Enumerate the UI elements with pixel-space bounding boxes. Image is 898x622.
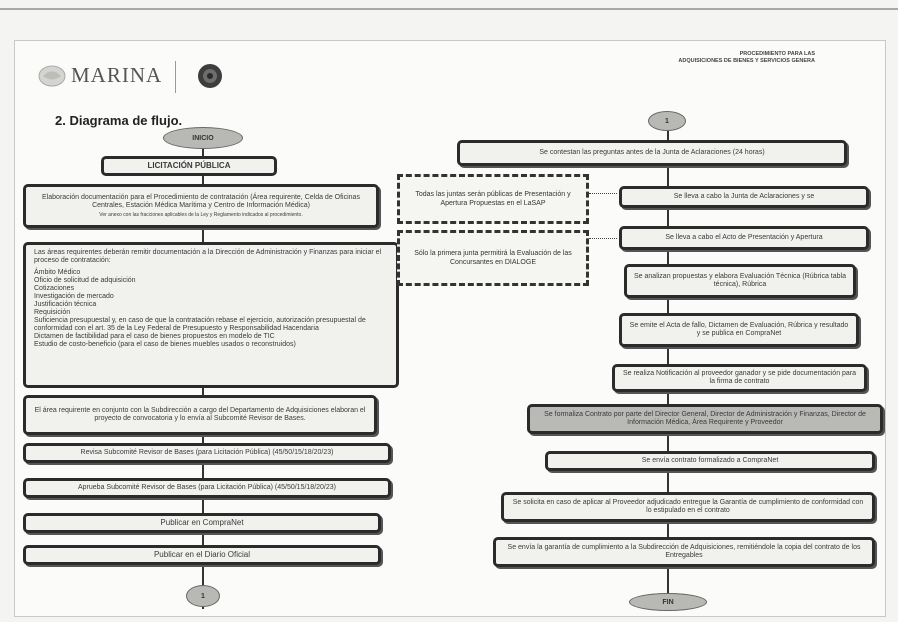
step-send-contract: Se envía contrato formalizado a CompraNe…: [545, 451, 875, 471]
requirement-item: Estudio de costo-beneficio (para el caso…: [34, 341, 296, 348]
document-header-info: PROCEDIMIENTO PARA LAS ADQUISICIONES DE …: [575, 51, 815, 65]
step-documentation: Elaboración documentación para el Proced…: [23, 184, 379, 228]
top-border-line: [0, 8, 898, 10]
document-page: MARINA PROCEDIMIENTO PARA LAS ADQUISICIO…: [14, 40, 886, 617]
step-prepare-call: El área requirente en conjunto con la Su…: [23, 395, 377, 435]
requirements-intro: Las áreas requirentes deberán remitir do…: [34, 249, 382, 264]
step-answer-questions-text: Se contestan las preguntas antes de la J…: [539, 149, 765, 156]
step-documentation-text: Elaboración documentación para el Proced…: [42, 194, 360, 209]
step-documentation-note: Ver anexo con las fracciones aplicables …: [99, 212, 303, 218]
step-publish-compranet: Publicar en CompraNet: [23, 513, 381, 533]
step-evaluation: Se analizan propuestas y elabora Evaluac…: [624, 264, 856, 298]
requirements-list-box: Las áreas requirentes deberán remitir do…: [23, 242, 399, 388]
section-title: 2. Diagrama de flujo.: [55, 113, 183, 128]
note-public-sessions-text: Todas las juntas serán públicas de Prese…: [415, 191, 571, 207]
requirement-item: Suficiencia presupuestal y, en caso de q…: [34, 317, 366, 332]
step-send-guarantee-text: Se envía la garantía de cumplimiento a l…: [507, 544, 861, 559]
step-approve-bases-text: Aprueba Subcomité Revisor de Bases (para…: [78, 484, 336, 491]
step-review-bases-text: Revisa Subcomité Revisor de Bases (para …: [80, 449, 334, 456]
requirement-item: Requisición: [34, 309, 71, 316]
requirement-item: Ámbito Médico: [34, 269, 81, 276]
step-publish-dof-text: Publicar en el Diario Oficial: [153, 550, 251, 559]
step-award-act: Se emite el Acta de fallo, Dictamen de E…: [619, 313, 859, 347]
requirement-item: Cotizaciones: [34, 285, 75, 292]
process-title: LICITACIÓN PÚBLICA: [147, 161, 231, 170]
end-oval: FIN: [629, 593, 707, 611]
note-public-sessions: Todas las juntas serán públicas de Prese…: [397, 174, 589, 224]
dotted-link-2: [589, 238, 617, 240]
page-connector-right: 1: [648, 111, 686, 131]
step-presentation-text: Se lleva a cabo el Acto de Presentación …: [665, 234, 823, 241]
logo-text: MARINA: [71, 63, 163, 87]
connector-line: [667, 127, 669, 597]
step-notify-winner-text: Se realiza Notificación al proveedor gan…: [622, 370, 857, 385]
logo-divider: [175, 61, 176, 93]
step-approve-bases: Aprueba Subcomité Revisor de Bases (para…: [23, 478, 391, 498]
seal-icon: [198, 64, 222, 88]
requirement-item: Oficio de solicitud de adquisición: [34, 277, 136, 284]
page-connector-left: 1: [186, 585, 220, 607]
eagle-emblem-icon: [38, 65, 66, 87]
start-oval: INICIO: [163, 127, 243, 149]
header-line-1: PROCEDIMIENTO PARA LAS: [739, 51, 815, 57]
step-review-bases: Revisa Subcomité Revisor de Bases (para …: [23, 443, 391, 463]
step-notify-winner: Se realiza Notificación al proveedor gan…: [612, 364, 867, 392]
step-answer-questions: Se contestan las preguntas antes de la J…: [457, 140, 847, 166]
step-formalize-contract-text: Se formaliza Contrato por parte del Dire…: [544, 411, 866, 426]
step-award-act-text: Se emite el Acta de fallo, Dictamen de E…: [629, 322, 849, 337]
step-clarifications: Se lleva a cabo la Junta de Aclaraciones…: [619, 186, 869, 208]
step-presentation: Se lleva a cabo el Acto de Presentación …: [619, 226, 869, 250]
step-request-guarantee-text: Se solicita en caso de aplicar al Provee…: [512, 499, 864, 514]
marina-logo: MARINA: [37, 59, 197, 95]
process-title-box: LICITACIÓN PÚBLICA: [101, 156, 277, 176]
step-send-guarantee: Se envía la garantía de cumplimiento a l…: [493, 537, 875, 567]
note-first-session-text: Sólo la primera junta permitirá la Evalu…: [414, 250, 572, 266]
step-prepare-call-text: El área requirente en conjunto con la Su…: [34, 407, 366, 422]
step-clarifications-text: Se lleva a cabo la Junta de Aclaraciones…: [673, 193, 815, 200]
dotted-link-1: [589, 193, 617, 195]
step-formalize-contract: Se formaliza Contrato por parte del Dire…: [527, 404, 883, 434]
step-publish-compranet-text: Publicar en CompraNet: [160, 518, 244, 527]
requirement-item: Justificación técnica: [34, 301, 97, 308]
step-request-guarantee: Se solicita en caso de aplicar al Provee…: [501, 492, 875, 522]
header-line-2: ADQUISICIONES DE BIENES Y SERVICIOS GENE…: [678, 58, 815, 64]
step-evaluation-text: Se analizan propuestas y elabora Evaluac…: [634, 273, 846, 288]
note-first-session: Sólo la primera junta permitirá la Evalu…: [397, 230, 589, 286]
step-send-contract-text: Se envía contrato formalizado a CompraNe…: [641, 457, 779, 464]
step-publish-dof: Publicar en el Diario Oficial: [23, 545, 381, 565]
requirement-item: Dictamen de factibilidad para el caso de…: [34, 333, 275, 340]
requirement-item: Investigación de mercado: [34, 293, 114, 300]
